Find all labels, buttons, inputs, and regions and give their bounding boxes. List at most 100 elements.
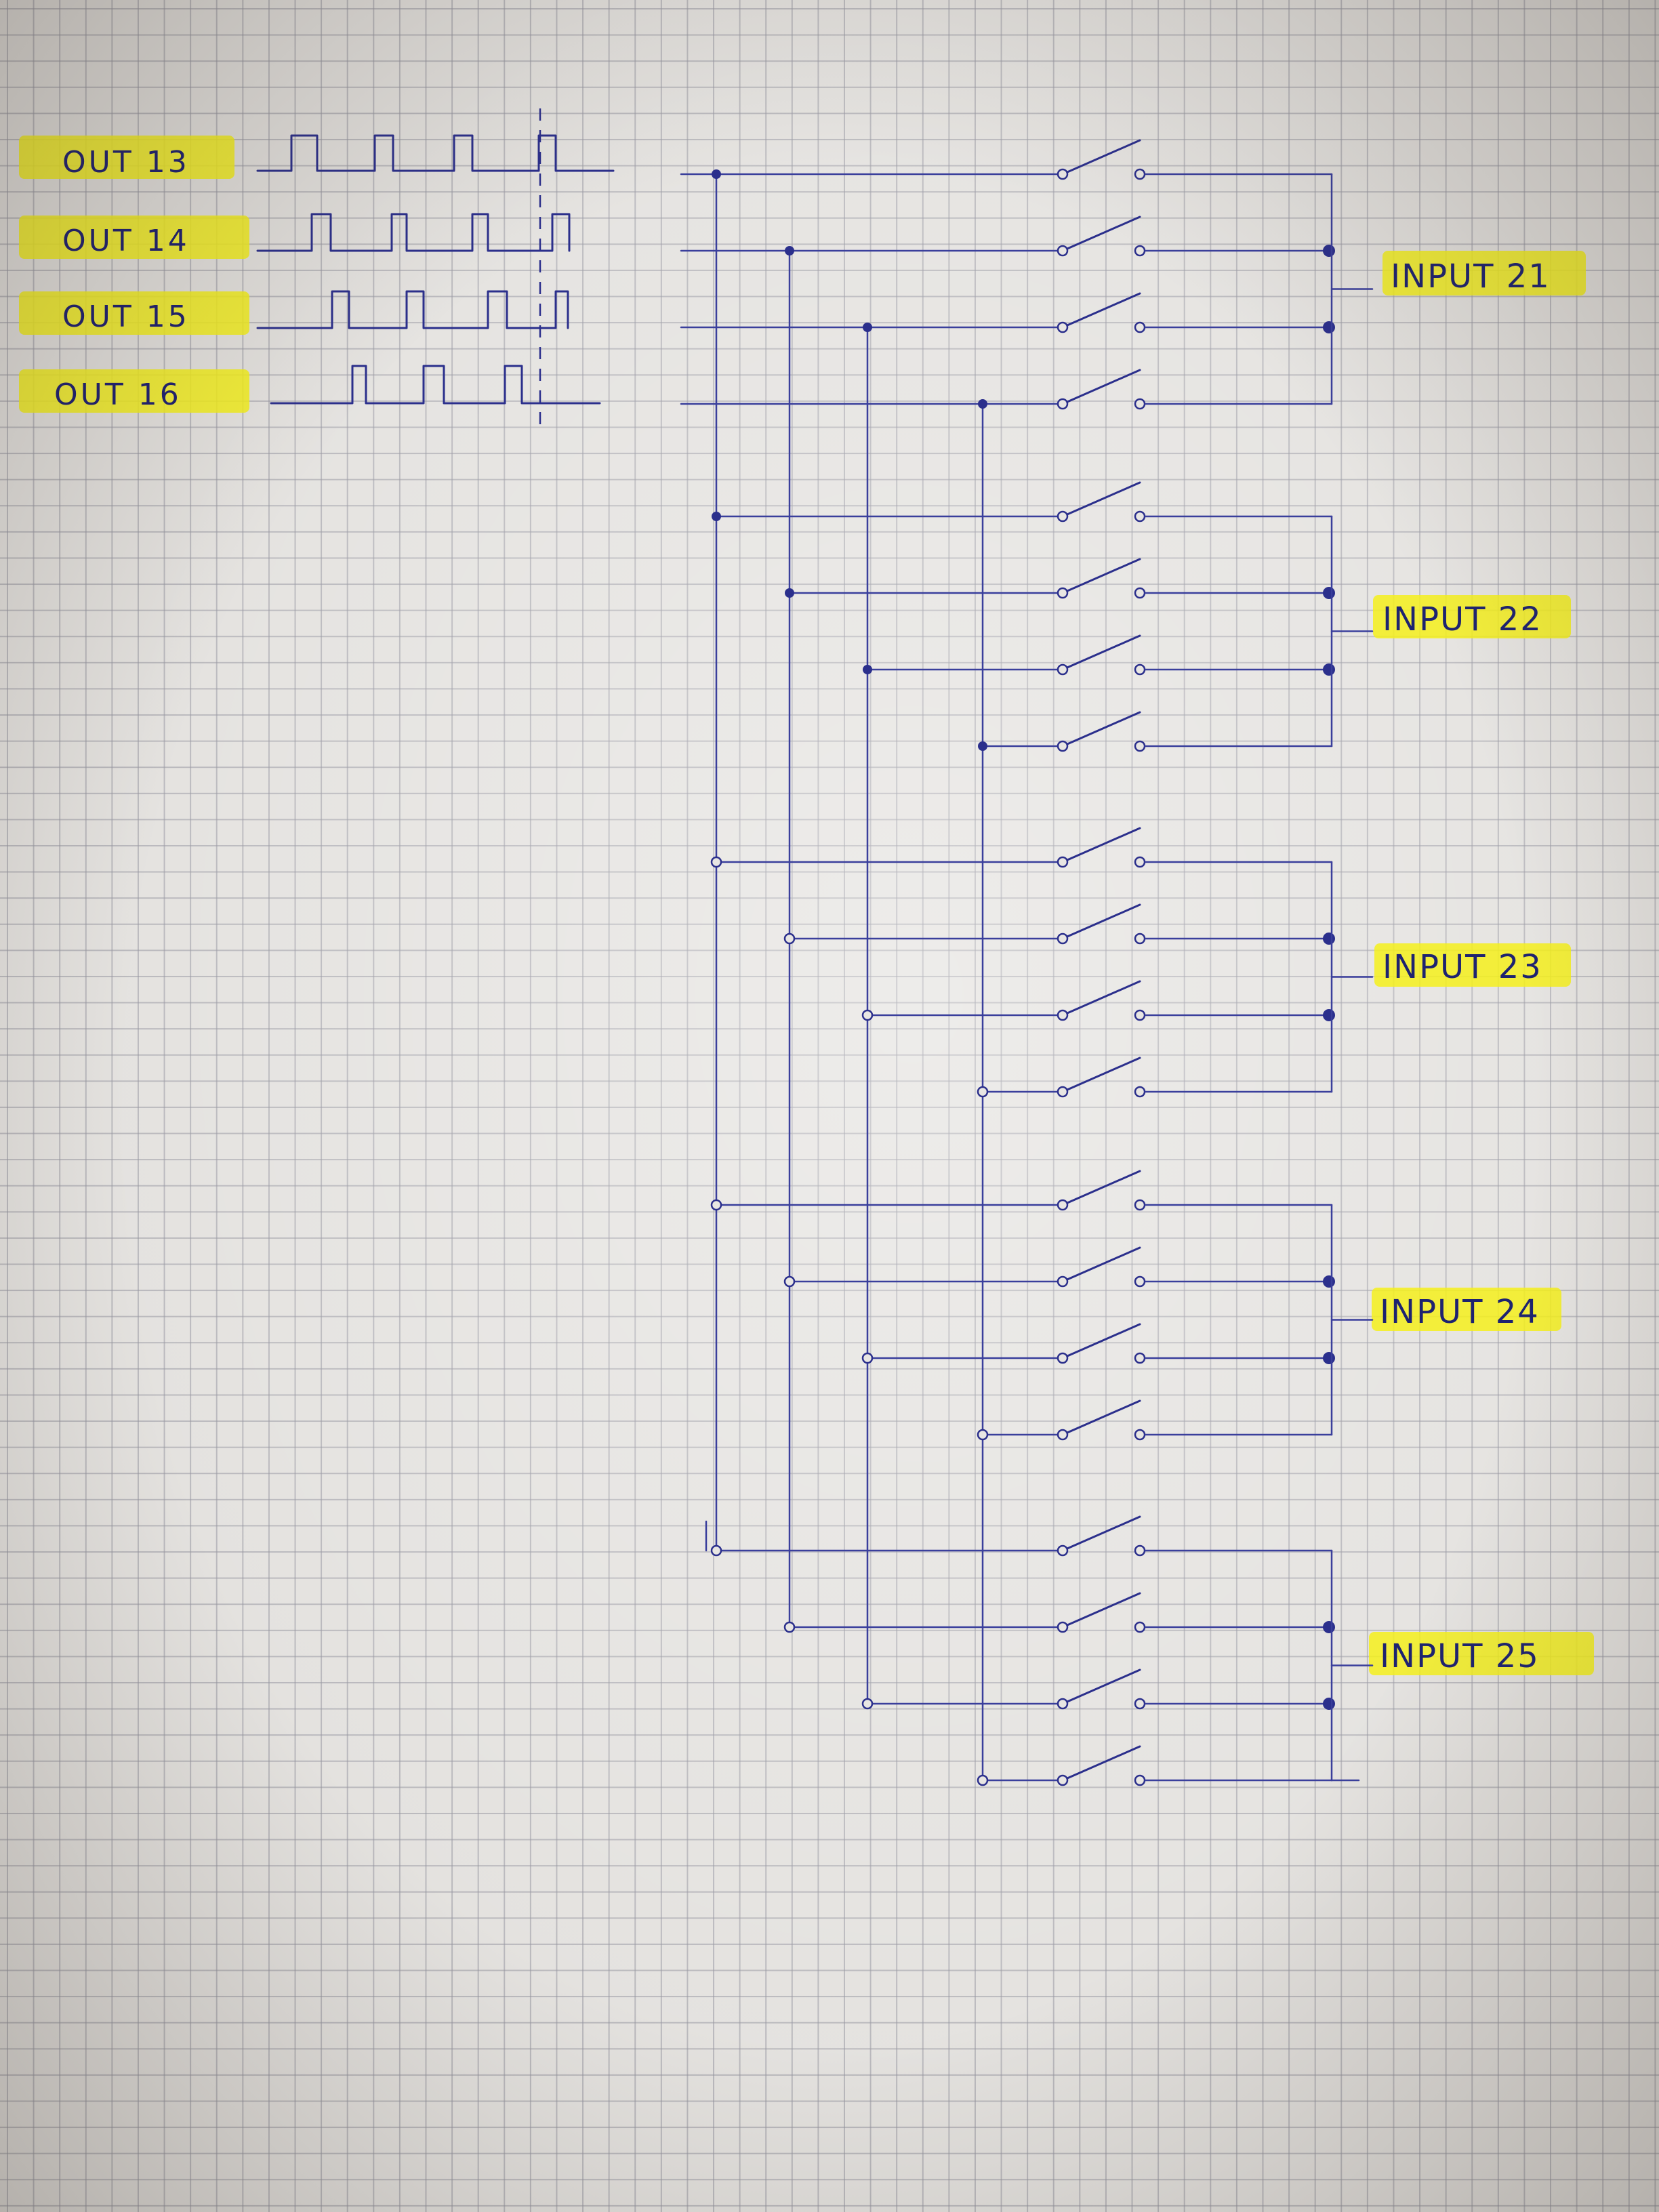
junction-dot <box>863 323 872 332</box>
rail-junction-dot <box>1323 1009 1335 1021</box>
highlight-input-21 <box>1382 251 1586 295</box>
input-label: INPUT 21 <box>1391 258 1551 295</box>
switch-contact <box>1134 740 1146 752</box>
rail-junction-dot <box>1323 1352 1335 1364</box>
switch-contact <box>1134 245 1146 257</box>
switch-blade <box>1061 481 1141 518</box>
out-label: OUT 16 <box>54 377 182 412</box>
switch-contact <box>1134 1275 1146 1288</box>
switch-pivot <box>1057 1199 1069 1211</box>
switch-blade <box>1061 711 1141 747</box>
switch-blade <box>1061 292 1141 329</box>
switch-contact <box>1134 398 1146 410</box>
switch-pivot <box>1057 1009 1069 1021</box>
input-label: INPUT 22 <box>1382 600 1542 638</box>
switch-pivot <box>1057 1544 1069 1557</box>
switch-blade <box>1061 1745 1141 1782</box>
switch-contact <box>1134 663 1146 676</box>
highlight-input-24 <box>1372 1288 1561 1331</box>
rail-junction-dot <box>1323 1698 1335 1710</box>
switch-contact <box>1134 1352 1146 1364</box>
switch-blade <box>1061 1399 1141 1436</box>
switch-blade <box>1061 369 1141 405</box>
junction-dot <box>863 665 872 674</box>
highlight-out-16 <box>19 369 249 413</box>
junction-dot <box>783 1275 796 1288</box>
switch-contact <box>1134 587 1146 599</box>
switch-contact <box>1134 1199 1146 1211</box>
junction-dot <box>785 246 794 255</box>
switch-blade <box>1061 827 1141 863</box>
switch-blade <box>1061 1057 1141 1093</box>
junction-dot <box>710 1199 722 1211</box>
junction-dot <box>861 1698 874 1710</box>
junction-dot <box>861 1352 874 1364</box>
switch-contact <box>1134 1621 1146 1633</box>
switch-contact <box>1134 1009 1146 1021</box>
timing-waveforms <box>256 108 615 434</box>
switch-pivot <box>1057 1698 1069 1710</box>
junction-dot <box>783 933 796 945</box>
switch-contact <box>1134 856 1146 868</box>
switch-contact <box>1134 933 1146 945</box>
junction-dot <box>712 169 721 179</box>
switch-contact <box>1134 321 1146 333</box>
input-label: INPUT 23 <box>1382 948 1542 986</box>
junction-dot <box>861 1009 874 1021</box>
rail-junction-dot <box>1323 1621 1335 1633</box>
waveform-out-13 <box>256 134 615 172</box>
rail-junction-dot <box>1323 933 1335 945</box>
switch-contact <box>1134 1429 1146 1441</box>
out-label: OUT 13 <box>62 145 190 180</box>
rail-junction-dot <box>1323 587 1335 599</box>
highlight-out-13 <box>19 136 234 179</box>
switch-pivot <box>1057 321 1069 333</box>
rail-junction-dot <box>1323 245 1335 257</box>
switch-blade <box>1061 139 1141 176</box>
junction-dot <box>977 1429 989 1441</box>
switch-pivot <box>1057 1774 1069 1786</box>
switch-pivot <box>1057 1086 1069 1098</box>
switch-contact <box>1134 168 1146 180</box>
switch-pivot <box>1057 663 1069 676</box>
switch-blade <box>1061 558 1141 594</box>
input-label: INPUT 25 <box>1380 1637 1540 1675</box>
switch-pivot <box>1057 856 1069 868</box>
junction-dot <box>710 1544 722 1557</box>
switch-blade <box>1061 1515 1141 1552</box>
switch-pivot <box>1057 168 1069 180</box>
junction-dot <box>978 399 987 409</box>
switch-contact <box>1134 510 1146 523</box>
highlight-out-14 <box>19 216 249 259</box>
switch-pivot <box>1057 510 1069 523</box>
input-label: INPUT 24 <box>1380 1293 1540 1331</box>
switch-pivot <box>1057 587 1069 599</box>
switch-blade <box>1061 216 1141 252</box>
switch-contact <box>1134 1774 1146 1786</box>
highlight-input-25 <box>1369 1632 1594 1675</box>
junction-dot <box>712 512 721 521</box>
switch-matrix <box>680 139 1374 1786</box>
junction-dot <box>978 741 987 751</box>
switch-pivot <box>1057 245 1069 257</box>
switch-blade <box>1061 1246 1141 1283</box>
rail-junction-dot <box>1323 663 1335 676</box>
junction-dot <box>783 1621 796 1633</box>
switch-contact <box>1134 1698 1146 1710</box>
switch-pivot <box>1057 1621 1069 1633</box>
switch-blade <box>1061 980 1141 1017</box>
rail-junction-dot <box>1323 321 1335 333</box>
switch-pivot <box>1057 1275 1069 1288</box>
highlight-input-23 <box>1374 943 1571 987</box>
out-label: OUT 15 <box>62 300 190 334</box>
switch-contact <box>1134 1086 1146 1098</box>
waveform-out-14 <box>256 213 571 252</box>
switch-pivot <box>1057 1352 1069 1364</box>
junction-dot <box>710 856 722 868</box>
switch-blade <box>1061 1592 1141 1629</box>
junction-dot <box>977 1086 989 1098</box>
switch-pivot <box>1057 1429 1069 1441</box>
switch-blade <box>1061 1323 1141 1359</box>
switch-blade <box>1061 1170 1141 1206</box>
